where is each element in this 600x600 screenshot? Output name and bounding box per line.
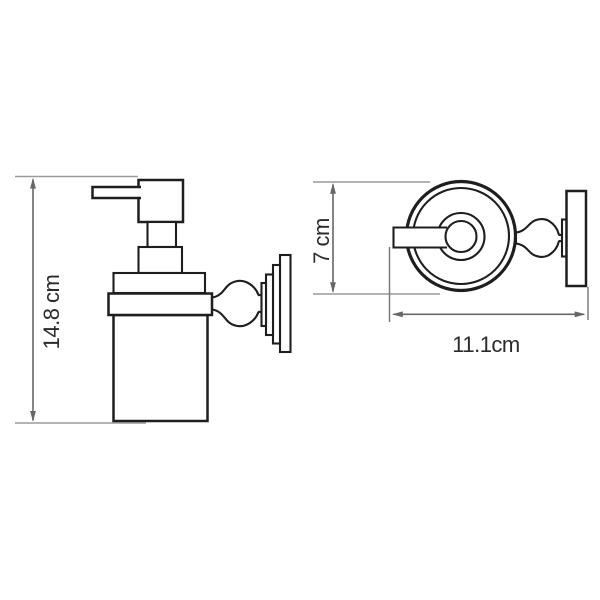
- diameter-arrow-up: [330, 183, 336, 194]
- diameter-dimension: [313, 181, 440, 295]
- diameter-dimension-label: 7 cm: [309, 217, 334, 264]
- dispenser-side: [91, 178, 292, 423]
- wall-plate-step-4: [278, 253, 292, 354]
- pump-spout-side: [91, 185, 141, 200]
- height-dimension: [15, 175, 146, 424]
- mount-knuckle-side: [210, 279, 263, 328]
- height-arrow-up: [30, 177, 36, 189]
- side-view: [15, 175, 292, 424]
- bottle-body-side: [112, 313, 209, 423]
- pump-head-side: [137, 178, 185, 224]
- pump-spout-top: [392, 226, 447, 249]
- pump-neck-side: [146, 220, 178, 249]
- width-dimension-label: 11.1cm: [452, 332, 520, 357]
- height-dimension-label: 14.8 cm: [39, 274, 64, 350]
- wall-plate-step-1: [260, 281, 268, 328]
- pump-collar-side: [137, 245, 184, 275]
- height-arrow-down: [30, 411, 36, 422]
- diameter-arrow-down: [330, 282, 336, 293]
- wall-plate-top: [565, 189, 588, 288]
- pump-piston-circle: [444, 219, 478, 254]
- top-view: [313, 179, 589, 322]
- mount-knuckle-top: [514, 218, 564, 258]
- width-dimension: [388, 247, 589, 322]
- width-arrow-left: [392, 311, 403, 318]
- dispenser-top: [392, 179, 588, 293]
- bottle-shoulder-side: [112, 271, 207, 295]
- width-arrow-right: [574, 311, 586, 318]
- holder-ring-side: [107, 292, 214, 317]
